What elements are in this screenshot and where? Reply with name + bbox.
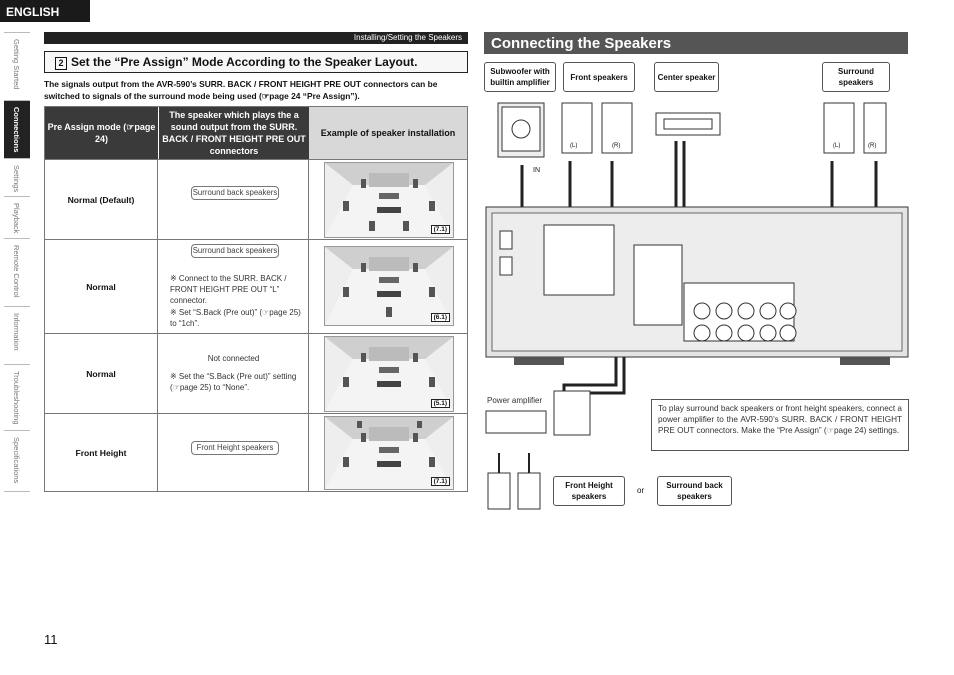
pre-assign-table: Pre Assign mode (☞page 24) The speaker w… bbox=[44, 106, 468, 492]
row-speaker-cell: Surround back speakers ※ Connect to the … bbox=[158, 240, 309, 333]
nav-label: Specifications bbox=[12, 437, 21, 484]
row-speaker-cell: Front Height speakers bbox=[158, 414, 309, 491]
nav-troubleshooting[interactable]: Troubleshooting bbox=[4, 364, 30, 430]
nav-getting-started[interactable]: Getting Started bbox=[4, 32, 30, 100]
section-heading: 2 Set the “Pre Assign” Mode According to … bbox=[44, 51, 468, 73]
row-mode: Normal bbox=[45, 334, 158, 413]
surround-speakers-label: Surround speakers bbox=[822, 62, 890, 92]
nav-label: Connections bbox=[12, 107, 21, 153]
note-line: ※ Set the “S.Back (Pre out)” setting (☞p… bbox=[170, 372, 297, 392]
room-drawing bbox=[325, 163, 453, 237]
wiring-diagram bbox=[485, 102, 909, 510]
front-left-label: (L) bbox=[570, 143, 578, 149]
power-amplifier-label: Power amplifier bbox=[487, 396, 543, 405]
side-navigation: Getting Started Connections Settings Pla… bbox=[0, 32, 32, 492]
front-height-speakers-label: Front Height speakers bbox=[553, 476, 625, 506]
config-tag: (7.1) bbox=[430, 225, 450, 234]
speaker-label: Not connected bbox=[207, 354, 260, 363]
table-row: Front Height Front Height speakers (7.1) bbox=[45, 413, 467, 491]
nav-label: Playback bbox=[12, 203, 21, 234]
page-number: 11 bbox=[44, 632, 58, 647]
header-speaker: The speaker which plays the a sound outp… bbox=[158, 107, 309, 159]
nav-playback[interactable]: Playback bbox=[4, 196, 30, 238]
intro-text: The signals output from the AVR-590’s SU… bbox=[44, 79, 438, 101]
row-speaker-cell: Surround back speakers bbox=[158, 160, 309, 239]
header-mode: Pre Assign mode (☞page 24) bbox=[45, 107, 158, 159]
room-drawing bbox=[325, 247, 453, 325]
language-tab: ENGLISH bbox=[0, 0, 90, 22]
nav-label: Remote Control bbox=[12, 245, 21, 298]
speaker-label: Front Height speakers bbox=[191, 441, 279, 455]
surround-left-label: (L) bbox=[833, 143, 841, 149]
room-drawing bbox=[325, 337, 453, 411]
subwoofer-label: Subwoofer with builtin amplifier bbox=[484, 62, 556, 92]
nav-connections[interactable]: Connections bbox=[4, 100, 30, 158]
config-tag: (5.1) bbox=[430, 399, 450, 408]
connecting-speakers-title: Connecting the Speakers bbox=[484, 32, 908, 54]
nav-information[interactable]: Information bbox=[4, 306, 30, 364]
header-example: Example of speaker installation bbox=[309, 107, 467, 159]
speaker-label: Surround back speakers bbox=[191, 244, 279, 258]
nav-label: Settings bbox=[12, 165, 21, 193]
front-speakers-label: Front speakers bbox=[563, 62, 635, 92]
pre-out-note: To play surround back speakers or front … bbox=[651, 399, 909, 451]
table-row: Normal Not connected ※ Set the “S.Back (… bbox=[45, 333, 467, 413]
nav-settings[interactable]: Settings bbox=[4, 158, 30, 196]
in-label: IN bbox=[533, 167, 540, 174]
room-drawing bbox=[325, 417, 453, 489]
table-row: Normal (Default) Surround back speakers … bbox=[45, 159, 467, 239]
row-mode: Normal (Default) bbox=[45, 160, 158, 239]
section-number: 2 bbox=[55, 57, 67, 70]
or-label: or bbox=[637, 486, 645, 495]
front-right-label: (R) bbox=[612, 143, 621, 149]
nav-label: Getting Started bbox=[12, 39, 21, 90]
nav-label: Troubleshooting bbox=[12, 371, 21, 425]
config-tag: (7.1) bbox=[430, 477, 450, 486]
center-speaker-label: Center speaker bbox=[654, 62, 719, 92]
table-row: Normal Surround back speakers ※ Connect … bbox=[45, 239, 467, 333]
room-illustration: (7.1) bbox=[324, 416, 454, 490]
config-tag: (6.1) bbox=[430, 313, 450, 322]
nav-remote-control[interactable]: Remote Control bbox=[4, 238, 30, 306]
note-line: ※ Set “S.Back (Pre out)” (☞page 25) to “… bbox=[170, 308, 301, 328]
speaker-label: Surround back speakers bbox=[191, 186, 279, 200]
row-mode: Front Height bbox=[45, 414, 158, 491]
row-speaker-cell: Not connected ※ Set the “S.Back (Pre out… bbox=[158, 334, 309, 413]
note-line: ※ Connect to the SURR. BACK / FRONT HEIG… bbox=[170, 274, 287, 305]
section-title: Set the “Pre Assign” Mode According to t… bbox=[71, 55, 418, 69]
row-mode: Normal bbox=[45, 240, 158, 333]
surround-back-speakers-label: Surround back speakers bbox=[657, 476, 732, 506]
nav-label: Information bbox=[12, 313, 21, 351]
room-illustration: (5.1) bbox=[324, 336, 454, 412]
nav-specifications[interactable]: Specifications bbox=[4, 430, 30, 492]
header-bar: Installing/Setting the Speakers bbox=[44, 32, 468, 44]
surround-right-label: (R) bbox=[868, 143, 877, 149]
room-illustration: (6.1) bbox=[324, 246, 454, 326]
room-illustration: (7.1) bbox=[324, 162, 454, 238]
